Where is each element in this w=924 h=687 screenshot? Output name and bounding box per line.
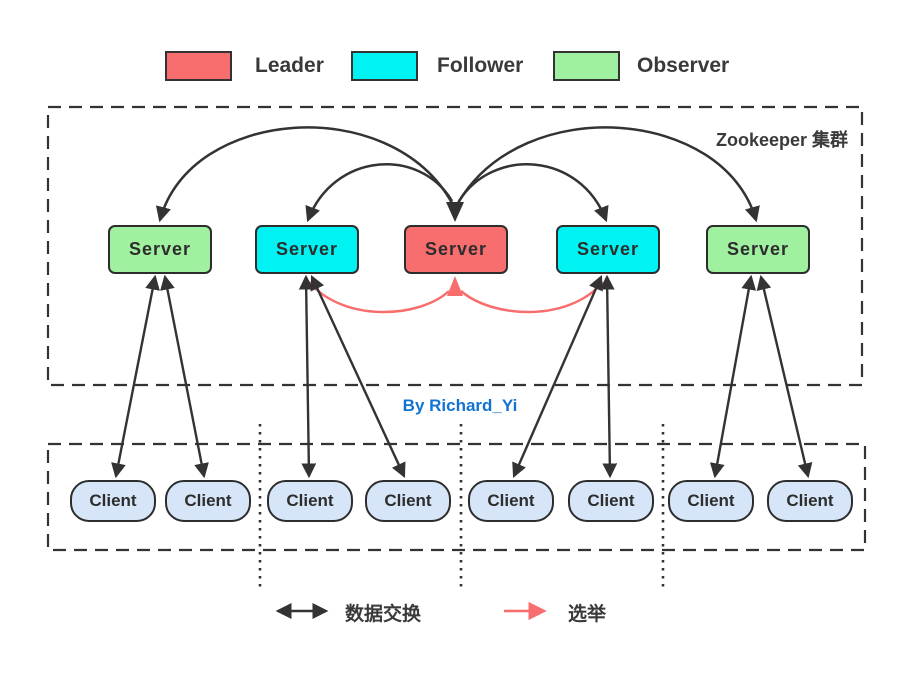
legend-label-election: 选举 [568, 604, 607, 625]
server-observer-2: Server [706, 225, 810, 274]
arc-leader-observer1 [155, 126, 454, 223]
election-arc-right [460, 281, 604, 314]
legend-item-follower [351, 51, 418, 81]
server-observer-1: Server [108, 225, 212, 274]
leader-color-swatch [165, 51, 232, 81]
election-arc-left [308, 281, 450, 314]
cluster-title: Zookeeper 集群 [715, 130, 848, 150]
legend-label-data-exchange: 数据交换 [345, 604, 422, 625]
observer-color-swatch [553, 51, 620, 81]
client-2: Client [165, 480, 251, 522]
server-leader: Server [404, 225, 508, 274]
legend-label-leader: Leader [255, 54, 324, 77]
client-5: Client [468, 480, 554, 522]
client-1: Client [70, 480, 156, 522]
byline: By Richard_Yi [402, 396, 518, 415]
client-8: Client [767, 480, 853, 522]
server-follower-1: Server [255, 225, 359, 274]
election-arcs [308, 281, 604, 314]
arc-leader-follower1 [305, 163, 454, 223]
legend-label-observer: Observer [637, 54, 730, 77]
server-client-links [111, 274, 813, 479]
election-arrowhead [447, 276, 463, 296]
arc-leader-follower2 [457, 163, 609, 223]
leader-top-arrowhead [446, 202, 464, 222]
legend-label-follower: Follower [437, 54, 524, 77]
client-6: Client [568, 480, 654, 522]
server-follower-2: Server [556, 225, 660, 274]
legend-item-observer [553, 51, 620, 81]
legend-item-leader [165, 51, 232, 81]
client-4: Client [365, 480, 451, 522]
client-7: Client [668, 480, 754, 522]
client-3: Client [267, 480, 353, 522]
follower-color-swatch [351, 51, 418, 81]
